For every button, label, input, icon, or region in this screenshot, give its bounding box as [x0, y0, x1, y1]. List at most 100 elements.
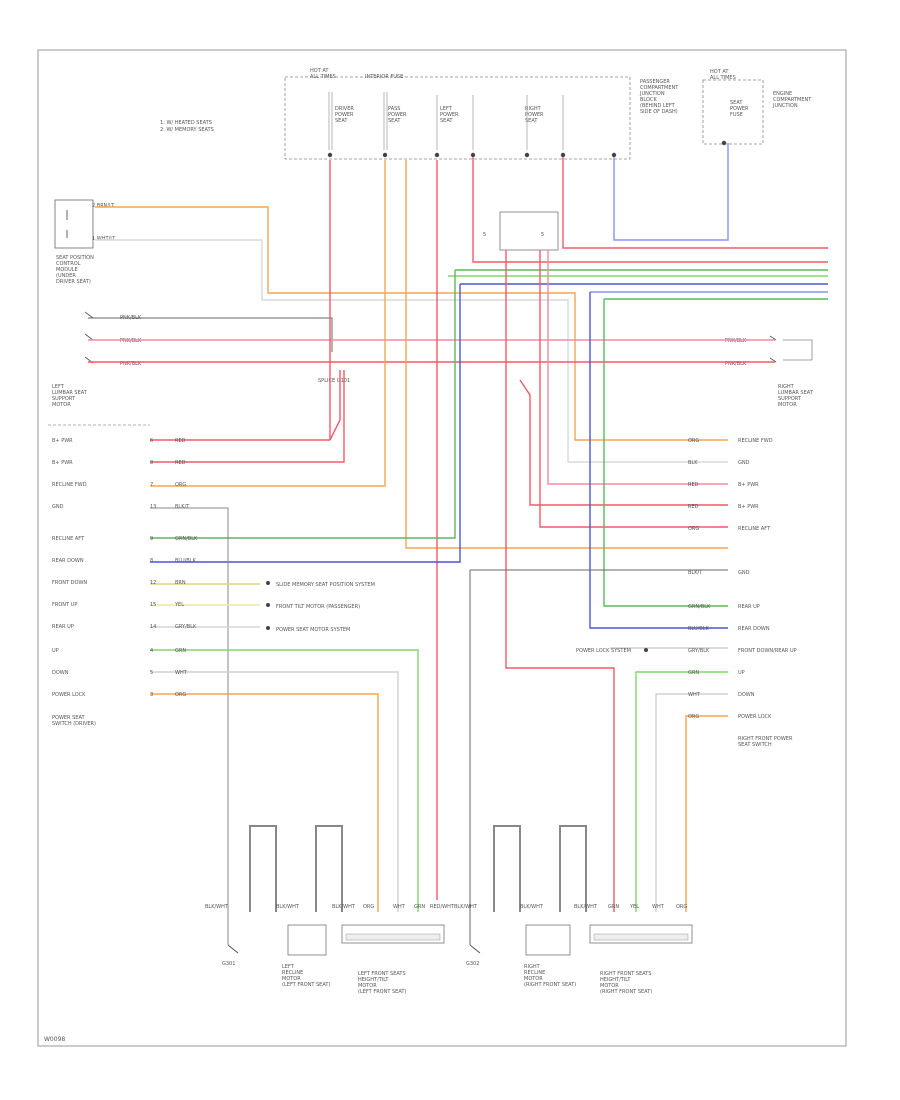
- br-m2-l1: RIGHT FRONT SEATS: [600, 971, 652, 977]
- right-row-wire: BLK/T: [688, 570, 703, 576]
- left-row-name: FRONT UP: [52, 602, 77, 608]
- switch-label-2: CONTROL: [56, 261, 81, 267]
- junction-block: HOT AT ALL TIMES INTERIOR FUSE PASSENGER…: [160, 68, 679, 160]
- fuse-left-header-2: ALL TIMES: [310, 74, 336, 80]
- left-row-wire: ORG: [175, 692, 186, 698]
- left-row-wire: YEL: [174, 602, 184, 608]
- fuse-right-header-2: ALL TIMES: [710, 75, 736, 81]
- right-row-name: DOWN: [738, 692, 755, 698]
- left-row-pin: 5: [150, 670, 153, 676]
- br-m2-l4: (RIGHT FRONT SEAT): [600, 989, 652, 995]
- switch-label-5: DRIVER SEAT): [56, 279, 91, 285]
- side-note-2: FRONT TILT MOTOR (PASSENGER): [276, 604, 360, 610]
- relay-pin-a: 5: [483, 232, 486, 238]
- bl-pin-label: ORG: [363, 904, 374, 910]
- right-lumbar-label-2: LUMBAR SEAT: [778, 390, 814, 396]
- bl-pin-label: WHT: [393, 904, 406, 910]
- right-row-wire: GRN/BLK: [688, 604, 711, 610]
- right-row-name: REAR UP: [738, 604, 760, 610]
- bl-m1-l2: RECLINE: [282, 970, 303, 976]
- left-lumbar-label-1: LEFT: [52, 384, 65, 390]
- left-row-name: B+ PWR: [52, 438, 73, 444]
- fuse3-l2: POWER: [440, 112, 459, 118]
- seat-fuse-module: HOT AT ALL TIMES SEAT POWER FUSE ENGINE …: [702, 69, 812, 146]
- right-note: POWER LOCK SYSTEM: [576, 648, 631, 654]
- engine-label-1: ENGINE: [773, 91, 792, 97]
- fuse1-l3: SEAT: [335, 118, 348, 124]
- br-pin-label: BLK/WHT: [574, 904, 598, 910]
- switch-pin-1: 2 BRN/LT: [92, 203, 115, 209]
- right-lumbar: PNK/BLK PNK/BLK RIGHT LUMBAR SEAT SUPPOR…: [725, 335, 814, 408]
- switch-label-1: SEAT POSITION: [56, 255, 94, 261]
- left-row-pin: 9: [150, 536, 153, 542]
- left-row-name: UP: [52, 648, 59, 654]
- left-row-pin: 8: [150, 460, 153, 466]
- left-row-wire: BRN: [175, 580, 186, 586]
- left-lumbar-wire-2: PNK/BLK: [120, 338, 142, 344]
- bl-pin-label: RED/WHT: [430, 904, 455, 910]
- fuse2-l3: SEAT: [388, 118, 401, 124]
- fuse1-l2: POWER: [335, 112, 354, 118]
- engine-label-2: COMPARTMENT: [773, 97, 812, 103]
- side-note-1: SLIDE MEMORY SEAT POSITION SYSTEM: [276, 582, 375, 588]
- right-fuse-1: SEAT: [730, 100, 743, 106]
- br-m1-l2: RECLINE: [524, 970, 545, 976]
- fuse3-l1: LEFT: [440, 106, 453, 112]
- bottom-left-motors: G301 LEFT RECLINE MOTOR (LEFT FRONT SEAT…: [222, 825, 445, 995]
- br-pin-label: GRN: [608, 904, 619, 910]
- br-pin-label: BLK/WHT: [520, 904, 544, 910]
- left-row-pin: 12: [150, 580, 156, 586]
- br-m2-l2: HEIGHT/TILT: [600, 977, 631, 983]
- left-row-pin: 3: [150, 692, 153, 698]
- note-line-1: 1: W/ HEATED SEATS: [160, 120, 212, 126]
- right-fuse-2: POWER: [730, 106, 749, 112]
- right-row-wire: GRY/BLK: [688, 648, 710, 654]
- fuse4-l2: POWER: [525, 112, 544, 118]
- right-row-name: FRONT DOWN/REAR UP: [738, 648, 797, 654]
- right-lumbar-label-4: MOTOR: [778, 402, 797, 408]
- br-m1-l3: MOTOR: [524, 976, 543, 982]
- side-note-3: POWER SEAT MOTOR SYSTEM: [276, 627, 350, 633]
- left-lumbar-label-2: LUMBAR SEAT: [52, 390, 88, 396]
- right-row-name: RECLINE AFT: [738, 526, 771, 532]
- relay-pin-b: 5: [541, 232, 544, 238]
- left-row-wire: BLK/T: [175, 504, 190, 510]
- right-lumbar-label-3: SUPPORT: [778, 396, 802, 402]
- left-row-pin: 4: [150, 648, 153, 654]
- fuse3-l3: SEAT: [440, 118, 453, 124]
- right-row-name: B+ PWR: [738, 504, 759, 510]
- bl-m2-l2: HEIGHT/TILT: [358, 977, 389, 983]
- left-row-wire: RED: [175, 460, 186, 466]
- left-row-pin: 15: [150, 602, 156, 608]
- fuse2-l1: PASS: [388, 106, 400, 112]
- left-row-pin: 13: [150, 504, 156, 510]
- right-lumbar-wire-2: PNK/BLK: [725, 361, 747, 367]
- left-lumbar-label-4: MOTOR: [52, 402, 71, 408]
- bl-pin-label: BLK/WHT: [276, 904, 300, 910]
- left-row-wire: ORG: [175, 482, 186, 488]
- switch-label-3: MODULE: [56, 267, 78, 273]
- left-row-wire: GRN: [175, 648, 186, 654]
- left-row-name: POWER LOCK: [52, 692, 86, 698]
- br-m1-l4: (RIGHT FRONT SEAT): [524, 982, 576, 988]
- right-row-wire: RED: [688, 504, 699, 510]
- left-row-wire: GRY/BLK: [175, 624, 197, 630]
- left-row-pin: 7: [150, 482, 153, 488]
- bl-ground: G301: [222, 961, 235, 967]
- bl-m2-l3: MOTOR: [358, 983, 377, 989]
- bl-m1-l4: (LEFT FRONT SEAT): [282, 982, 330, 988]
- br-m2-l3: MOTOR: [600, 983, 619, 989]
- engine-label-3: JUNCTION: [772, 103, 798, 109]
- jb-label-2: COMPARTMENT: [640, 85, 679, 91]
- left-lumbar-label-3: SUPPORT: [52, 396, 76, 402]
- br-m1-l1: RIGHT: [524, 964, 541, 970]
- br-pin-label: BLK/WHT: [454, 904, 478, 910]
- fuse-left-sub: INTERIOR FUSE: [365, 74, 403, 80]
- jb-label-4: BLOCK: [640, 97, 657, 103]
- fuse4-l3: SEAT: [525, 118, 538, 124]
- left-row-name: DOWN: [52, 670, 69, 676]
- bl-pin-label: BLK/WHT: [332, 904, 356, 910]
- left-row-name: FRONT DOWN: [52, 580, 87, 586]
- right-lumbar-label-1: RIGHT: [778, 384, 795, 390]
